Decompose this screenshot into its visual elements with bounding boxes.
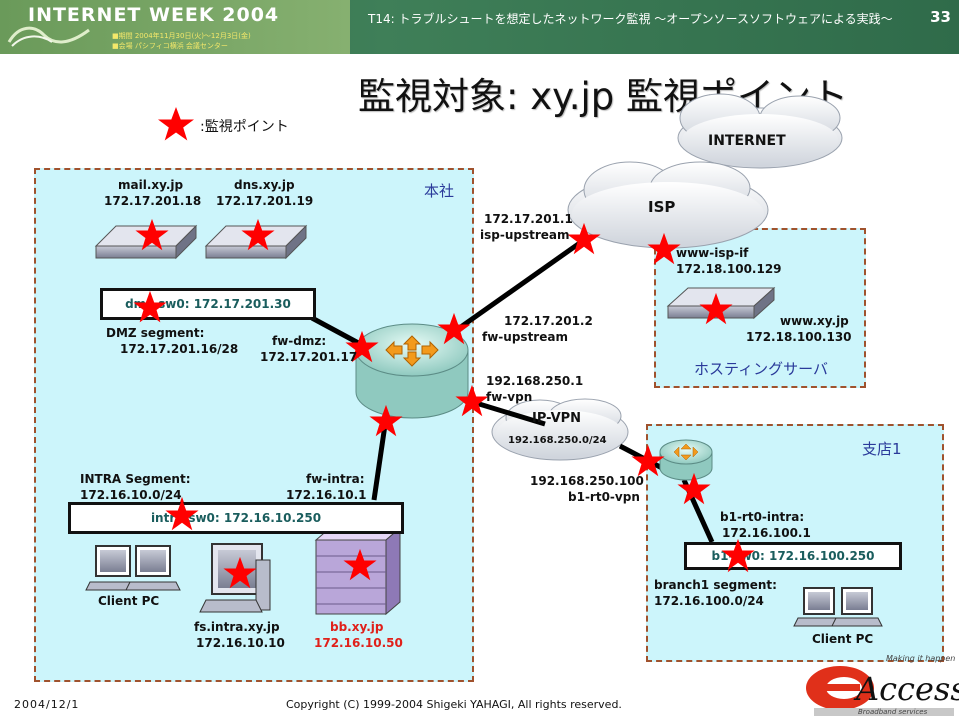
ipvpn-network: 192.168.250.0/24 — [508, 435, 607, 446]
session-topic: T14: トラブルシュートを想定したネットワーク監視 ～オープンソースソフトウェ… — [368, 12, 893, 26]
eaccess-logo: Access Making it happen Broadband servic… — [800, 638, 959, 720]
intra-switch: intra-sw0: 172.16.10.250 — [68, 502, 404, 534]
firewall-router-icon — [355, 323, 469, 419]
internet-label: INTERNET — [708, 133, 786, 149]
event-logo: INTERNET WEEK 2004 ■期間 2004年11月30日(火)～12… — [0, 0, 350, 54]
b1-vpn-ip: 192.168.250.100 — [530, 474, 644, 488]
footer-copyright: Copyright (C) 1999-2004 Shigeki YAHAGI, … — [286, 698, 622, 711]
branch-client-pc-label: Client PC — [812, 632, 874, 646]
fw-dmz-label: fw-dmz: — [272, 334, 327, 348]
eaccess-logo-icon — [806, 666, 954, 716]
b1-intra-ip: 172.16.100.1 — [722, 526, 811, 540]
legend-label: :監視ポイント — [200, 119, 289, 135]
b1-vpn-label: b1-rt0-vpn — [568, 490, 640, 504]
region-label-honsha: 本社 — [424, 182, 455, 200]
event-venue: ■会場 パシフィコ横浜 会議センター — [112, 42, 228, 50]
intra-network: 172.16.10.0/24 — [80, 488, 182, 502]
event-dates: ■期間 2004年11月30日(火)～12月3日(金) — [112, 32, 251, 40]
page-number: 33 — [930, 8, 951, 26]
fw-intra-label: fw-intra: — [306, 472, 365, 486]
swirl-logo-icon — [7, 26, 90, 47]
branch-network: 172.16.100.0/24 — [654, 594, 764, 608]
dmz-segment-label: DMZ segment: — [106, 326, 205, 340]
isp-cloud — [567, 161, 769, 249]
mail-ip: 172.17.201.18 — [104, 194, 202, 208]
www-ip: 172.18.100.130 — [746, 330, 852, 344]
brand-sub: Broadband services — [858, 708, 928, 716]
fw-intra-ip: 172.16.10.1 — [286, 488, 367, 502]
red-star-icon — [158, 107, 194, 141]
fw-vpn-ip: 192.168.250.1 — [486, 374, 584, 388]
dmz-switch: dmz-sw0: 172.17.201.30 — [100, 288, 316, 320]
mail-hostname: mail.xy.jp — [118, 178, 184, 192]
isp-upstream-ip: 172.17.201.1 — [484, 212, 573, 226]
www-isp-if-label: www-isp-if — [676, 246, 749, 260]
isp-upstream-label: isp-upstream — [480, 228, 570, 242]
fs-ip: 172.16.10.10 — [196, 636, 285, 650]
branch-router-icon — [659, 439, 713, 481]
www-isp-if-ip: 172.18.100.129 — [676, 262, 782, 276]
bb-hostname: bb.xy.jp — [330, 620, 384, 634]
fw-upstream-label: fw-upstream — [482, 330, 568, 344]
ipvpn-label: IP-VPN — [532, 411, 582, 426]
b1-intra-label: b1-rt0-intra: — [720, 510, 805, 524]
fw-upstream-ip: 172.17.201.2 — [504, 314, 593, 328]
b1-switch: b1-sw0: 172.16.100.250 — [684, 542, 902, 570]
branch-client-pc-icon — [793, 587, 883, 627]
branch-segment-label: branch1 segment: — [654, 578, 777, 592]
isp-label: ISP — [648, 198, 676, 216]
fs-hostname: fs.intra.xy.jp — [194, 620, 280, 634]
dmz-network: 172.17.201.16/28 — [120, 342, 239, 356]
brand-name: Access — [856, 670, 959, 708]
dns-hostname: dns.xy.jp — [234, 178, 295, 192]
internet-cloud — [677, 93, 843, 169]
bb-ip: 172.16.10.50 — [314, 636, 403, 650]
logo-title: INTERNET WEEK 2004 — [28, 4, 280, 26]
brand-tagline: Making it happen — [886, 654, 956, 663]
ipvpn-cloud — [491, 398, 629, 461]
fw-vpn-label: fw-vpn — [486, 390, 533, 404]
client-pc-icon — [85, 545, 181, 591]
dns-server-icon — [204, 224, 308, 260]
region-label-hosting: ホスティングサーバ — [694, 360, 828, 378]
intra-segment-label: INTRA Segment: — [80, 472, 191, 486]
fw-dmz-ip: 172.17.201.17 — [260, 350, 358, 364]
footer-date: 2004/12/1 — [14, 698, 80, 711]
dns-ip: 172.17.201.19 — [216, 194, 314, 208]
region-label-branch: 支店1 — [862, 440, 902, 458]
www-hostname: www.xy.jp — [780, 314, 849, 328]
slide-header: INTERNET WEEK 2004 ■期間 2004年11月30日(火)～12… — [0, 0, 959, 54]
client-pc-label: Client PC — [98, 594, 160, 608]
